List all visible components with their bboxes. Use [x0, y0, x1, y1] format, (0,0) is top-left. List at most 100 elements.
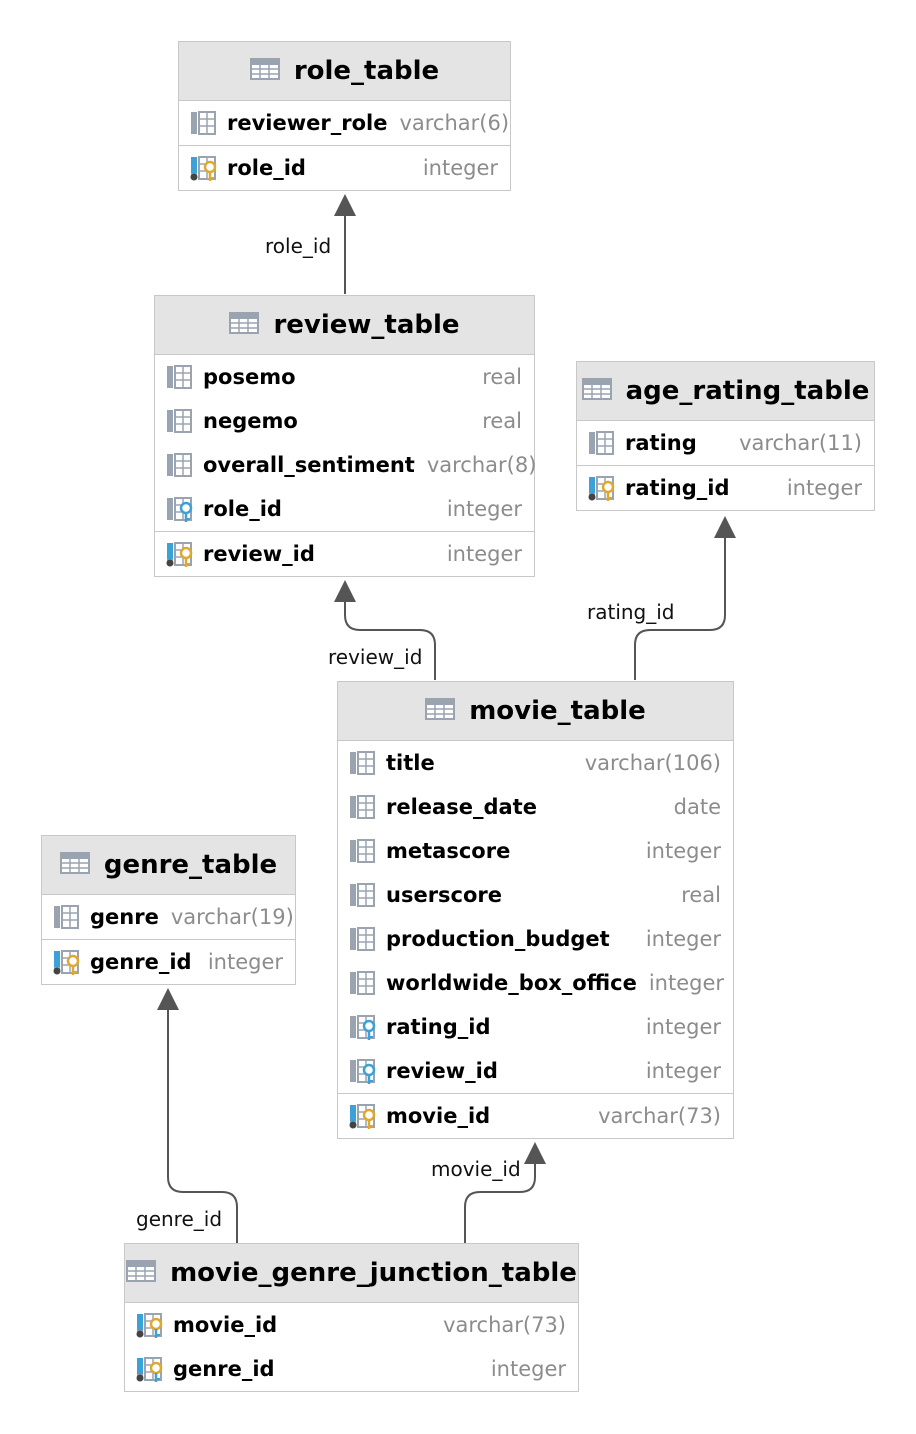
column-name: worldwide_box_office	[386, 971, 637, 995]
arrowhead	[334, 580, 356, 602]
column-name: movie_id	[173, 1313, 278, 1337]
column-name: movie_id	[386, 1104, 491, 1128]
key-divider	[179, 145, 510, 146]
table-role-table[interactable]: role_table reviewer_role varchar(6) role_id…	[178, 41, 511, 191]
key-divider	[155, 531, 534, 532]
column-type: date	[673, 795, 721, 819]
column-type: integer	[446, 497, 522, 521]
column-row[interactable]: overall_sentiment varchar(8)	[155, 443, 537, 487]
column-name: genre_id	[90, 950, 192, 974]
column-name: rating	[625, 431, 697, 455]
table-icon	[249, 58, 280, 84]
column-icon	[348, 925, 378, 953]
column-name: userscore	[386, 883, 503, 907]
column-icon	[165, 451, 195, 479]
foreign-key-icon	[165, 495, 195, 523]
column-icon	[348, 793, 378, 821]
column-icon	[348, 969, 378, 997]
key-divider	[338, 1093, 733, 1094]
edge-movie-review	[344, 600, 436, 680]
foreign-key-icon	[348, 1057, 378, 1085]
edge-label-rating-id: rating_id	[587, 600, 675, 624]
column-type: integer	[645, 839, 721, 863]
primary-key-icon	[189, 154, 219, 182]
column-name: rating_id	[386, 1015, 491, 1039]
column-name: review_id	[203, 542, 315, 566]
column-row[interactable]: movie_id varchar(73)	[338, 1094, 733, 1138]
column-icon	[165, 407, 195, 435]
column-row[interactable]: rating_id integer	[577, 466, 874, 510]
primary-foreign-key-icon	[135, 1311, 165, 1339]
column-type: varchar(73)	[598, 1104, 721, 1128]
column-type: varchar(19)	[170, 905, 294, 929]
column-name: role_id	[227, 156, 306, 180]
edge-label-genre-id: genre_id	[136, 1207, 223, 1231]
column-name: production_budget	[386, 927, 610, 951]
column-name: rating_id	[625, 476, 730, 500]
column-name: overall_sentiment	[203, 453, 415, 477]
edge-label-review-id: review_id	[328, 645, 423, 669]
primary-key-icon	[52, 948, 82, 976]
column-type: varchar(73)	[443, 1313, 566, 1337]
column-type: integer	[422, 156, 498, 180]
column-row[interactable]: review_id integer	[155, 532, 534, 576]
column-icon	[348, 837, 378, 865]
arrowhead	[334, 194, 356, 216]
column-type: varchar(11)	[739, 431, 862, 455]
column-name: review_id	[386, 1059, 498, 1083]
table-title: age_rating_table	[625, 376, 870, 406]
primary-key-icon	[165, 540, 195, 568]
table-header: review_table	[155, 296, 534, 355]
column-row[interactable]: genre_id integer	[42, 940, 295, 984]
edge-label-movie-id: movie_id	[431, 1157, 521, 1181]
table-title: genre_table	[103, 850, 278, 880]
column-name: reviewer_role	[227, 111, 388, 135]
column-type: integer	[786, 476, 862, 500]
column-row[interactable]: rating varchar(11)	[577, 421, 874, 465]
column-type: real	[482, 365, 522, 389]
column-type: integer	[446, 542, 522, 566]
table-icon	[581, 378, 612, 404]
primary-foreign-key-icon	[135, 1355, 165, 1383]
column-row[interactable]: movie_id varchar(73)	[125, 1303, 578, 1347]
table-header: movie_genre_junction_table	[125, 1244, 578, 1303]
column-type: integer	[207, 950, 283, 974]
column-row[interactable]: review_id integer	[338, 1049, 733, 1093]
key-divider	[42, 939, 295, 940]
column-row[interactable]: reviewer_role varchar(6)	[179, 101, 510, 145]
column-name: genre_id	[173, 1357, 275, 1381]
column-type: real	[482, 409, 522, 433]
column-type: varchar(8)	[426, 453, 537, 477]
column-row[interactable]: role_id integer	[179, 146, 510, 190]
edge-junction-movie	[464, 1162, 536, 1243]
table-title: review_table	[273, 310, 460, 340]
column-icon	[587, 429, 617, 457]
table-movie-genre-junction-table[interactable]: movie_genre_junction_table movie_id varcha…	[124, 1243, 579, 1392]
column-type: varchar(106)	[584, 751, 721, 775]
edge-movie-agerating	[634, 536, 726, 680]
arrowhead	[714, 516, 736, 538]
table-icon	[229, 312, 260, 338]
column-type: integer	[645, 1059, 721, 1083]
primary-key-icon	[348, 1102, 378, 1130]
table-header: genre_table	[42, 836, 295, 895]
column-icon	[165, 363, 195, 391]
column-type: varchar(6)	[399, 111, 510, 135]
table-title: role_table	[293, 56, 440, 86]
